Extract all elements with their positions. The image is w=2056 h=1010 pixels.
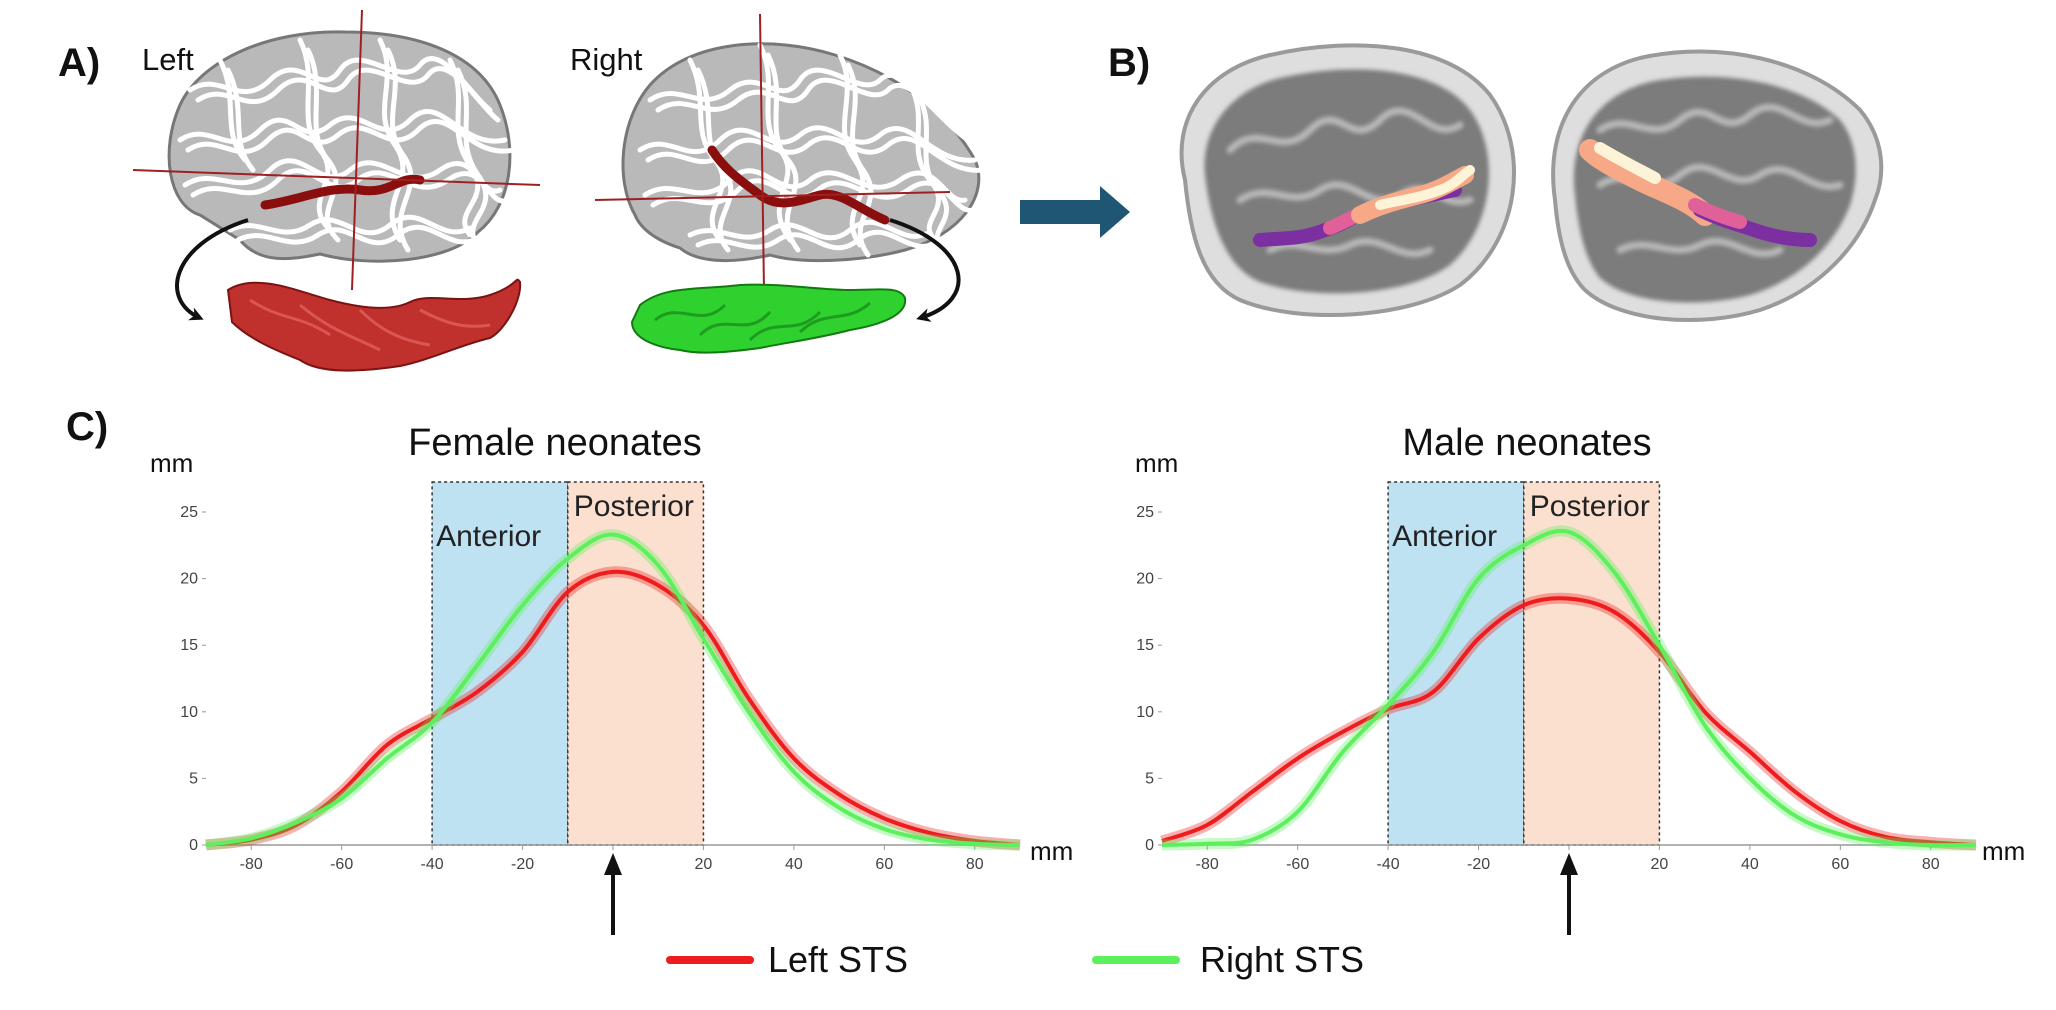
series-line-right-sts-female — [205, 532, 1021, 847]
transition-arrow — [1020, 186, 1130, 238]
legend-label-left-sts: Left STS — [768, 939, 908, 980]
x-tick-label-female: -80 — [240, 856, 263, 873]
right-sts-mesh — [630, 283, 907, 354]
mri-slice-right — [1551, 49, 1884, 323]
x-tick-label-male: 20 — [1651, 856, 1669, 873]
x-tick-label-female: 60 — [875, 856, 893, 873]
y-tick-label-male: 15 — [1136, 637, 1154, 654]
x-tick-label-female: 20 — [695, 856, 713, 873]
right-hemisphere-render — [594, 13, 983, 291]
marker-arrow-head-female — [604, 853, 622, 875]
x-tick-label-male: 80 — [1922, 856, 1940, 873]
x-tick-label-female: -20 — [511, 856, 534, 873]
region-label-anterior-female: Anterior — [436, 520, 541, 553]
right-hemisphere-title: Right — [570, 42, 643, 77]
x-tick-label-male: -60 — [1286, 856, 1309, 873]
right-curved-arrow — [889, 218, 961, 322]
panel-a: A) Left Right — [58, 9, 983, 372]
panel-c: C) Female neonatesmmmmAnteriorPosterior0… — [66, 405, 2025, 980]
x-tick-label-male: -20 — [1467, 856, 1490, 873]
mri-slice-left — [1179, 43, 1516, 317]
y-tick-label-male: 20 — [1136, 571, 1154, 588]
chart-male-neonates: Male neonatesmmmmAnteriorPosterior051015… — [1135, 422, 2025, 935]
x-tick-label-female: 80 — [966, 856, 984, 873]
region-posterior-female — [567, 481, 705, 846]
x-tick-label-female: -60 — [330, 856, 353, 873]
left-curved-arrow — [175, 218, 249, 321]
panel-c-label: C) — [66, 405, 108, 449]
x-tick-label-male: 60 — [1831, 856, 1849, 873]
region-label-posterior-female: Posterior — [574, 490, 694, 523]
panel-b: B) — [1108, 41, 1884, 323]
y-tick-label-female: 15 — [180, 637, 198, 654]
left-hemisphere-title: Left — [142, 42, 194, 77]
y-axis-label-male: mm — [1135, 448, 1178, 478]
y-tick-label-male: 10 — [1136, 704, 1154, 721]
legend-item-left-sts: Left STS — [666, 939, 908, 980]
x-tick-label-female: -40 — [421, 856, 444, 873]
y-tick-label-female: 20 — [180, 571, 198, 588]
left-hemisphere-render — [132, 9, 541, 291]
region-label-posterior-male: Posterior — [1530, 490, 1650, 523]
x-axis-label-female: mm — [1030, 836, 1073, 866]
y-tick-label-female: 10 — [180, 704, 198, 721]
x-tick-label-male: 40 — [1741, 856, 1759, 873]
legend: Left STS Right STS — [666, 939, 1364, 980]
x-tick-label-male: -40 — [1377, 856, 1400, 873]
legend-item-right-sts: Right STS — [1092, 939, 1364, 980]
chart-title-female: Female neonates — [408, 422, 702, 464]
y-tick-label-female: 0 — [189, 837, 198, 854]
panel-a-label: A) — [58, 41, 100, 85]
left-sts-mesh — [226, 278, 522, 372]
y-tick-label-female: 25 — [180, 504, 198, 521]
y-axis-label-female: mm — [150, 448, 193, 478]
panel-b-label: B) — [1108, 41, 1150, 85]
y-tick-label-male: 5 — [1145, 770, 1154, 787]
x-tick-label-female: 40 — [785, 856, 803, 873]
region-anterior-female — [431, 481, 569, 846]
legend-label-right-sts: Right STS — [1200, 939, 1364, 980]
region-label-anterior-male: Anterior — [1392, 520, 1497, 553]
series-line-left-sts-female — [205, 569, 1021, 847]
chart-title-male: Male neonates — [1402, 422, 1651, 464]
y-tick-label-male: 25 — [1136, 504, 1154, 521]
x-tick-label-male: -80 — [1196, 856, 1219, 873]
x-axis-label-male: mm — [1982, 836, 2025, 866]
marker-arrow-head-male — [1560, 853, 1578, 875]
y-tick-label-male: 0 — [1145, 837, 1154, 854]
series-line-left-sts-male — [1161, 596, 1977, 847]
chart-female-neonates: Female neonatesmmmmAnteriorPosterior0510… — [150, 422, 1073, 935]
y-tick-label-female: 5 — [189, 770, 198, 787]
series-line-right-sts-male — [1161, 528, 1977, 848]
